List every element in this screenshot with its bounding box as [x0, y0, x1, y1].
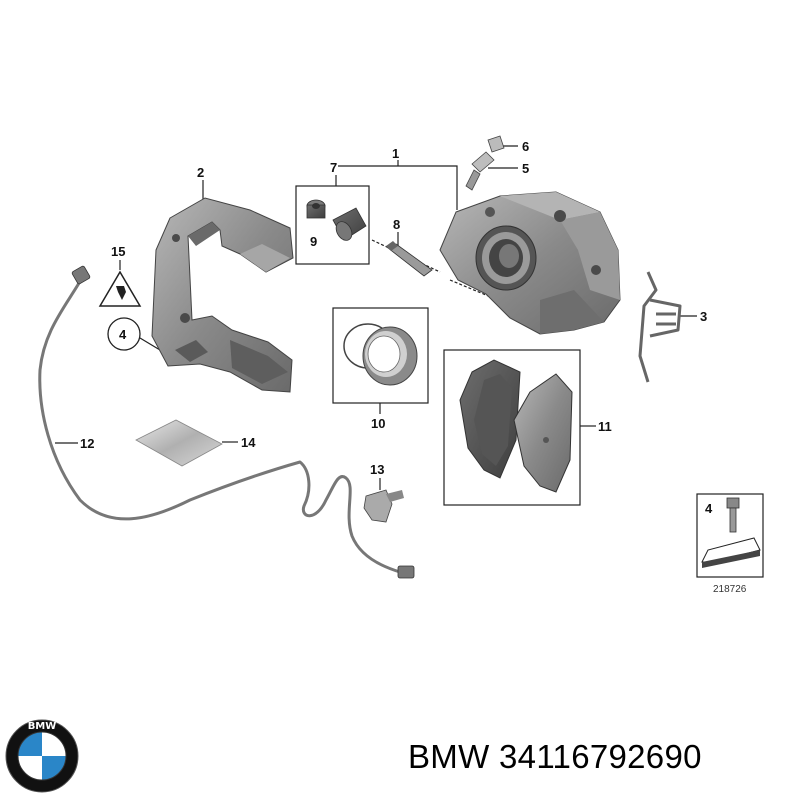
bmw-logo: BMW — [5, 719, 79, 793]
reference-number: 218726 — [713, 584, 747, 595]
box-inset — [696, 493, 764, 578]
guide-sleeve — [332, 207, 367, 241]
inset-bolt-icon — [726, 497, 740, 533]
warning-triangle — [98, 270, 142, 307]
callout-12: 12 — [80, 436, 94, 451]
bleeder-valve — [465, 151, 495, 191]
callout-13: 13 — [370, 462, 384, 477]
leader-lines — [55, 145, 697, 490]
svg-text:BMW: BMW — [28, 721, 57, 732]
callout-15: 15 — [111, 244, 125, 259]
wire-clip — [363, 489, 404, 523]
guide-bushing — [306, 199, 326, 219]
grease-packet — [135, 419, 223, 467]
guide-bolt — [386, 241, 433, 277]
callout-numbers: 1 2 3 4 5 6 7 8 9 10 11 12 13 14 15 4 21… — [80, 139, 747, 595]
callout-3: 3 — [700, 309, 707, 324]
part-number: 34116792690 — [499, 738, 702, 775]
brake-pads — [459, 359, 573, 493]
wear-sensor-plug — [71, 265, 415, 579]
callout-4-ring — [107, 317, 141, 351]
caliper-housing — [439, 191, 621, 335]
callout-1: 1 — [392, 146, 399, 161]
callout-10: 10 — [371, 416, 385, 431]
box-brake-pads — [443, 349, 581, 506]
callout-2: 2 — [197, 165, 204, 180]
box-seal-kit — [332, 307, 429, 404]
callout-11: 11 — [598, 419, 612, 434]
brand-name: BMW — [408, 738, 490, 775]
callout-4: 4 — [119, 327, 127, 342]
callout-6: 6 — [522, 139, 529, 154]
box-guide-bolt-set — [295, 185, 370, 265]
wear-sensor-cable — [38, 276, 402, 574]
group-boxes — [295, 185, 764, 578]
inset-arrow-icon — [701, 537, 761, 568]
part-caption: BMW 34116792690 — [408, 738, 702, 776]
bleeder-cap — [487, 135, 505, 153]
callout-14: 14 — [241, 435, 256, 450]
inset-label: 4 — [705, 501, 713, 516]
piston-seal-kit — [343, 323, 418, 386]
callout-8: 8 — [393, 217, 400, 232]
callout-5: 5 — [522, 161, 529, 176]
caliper-carrier — [151, 197, 294, 393]
anti-rattle-spring — [638, 271, 682, 383]
callout-7: 7 — [330, 160, 337, 175]
callout-9: 9 — [310, 234, 317, 249]
